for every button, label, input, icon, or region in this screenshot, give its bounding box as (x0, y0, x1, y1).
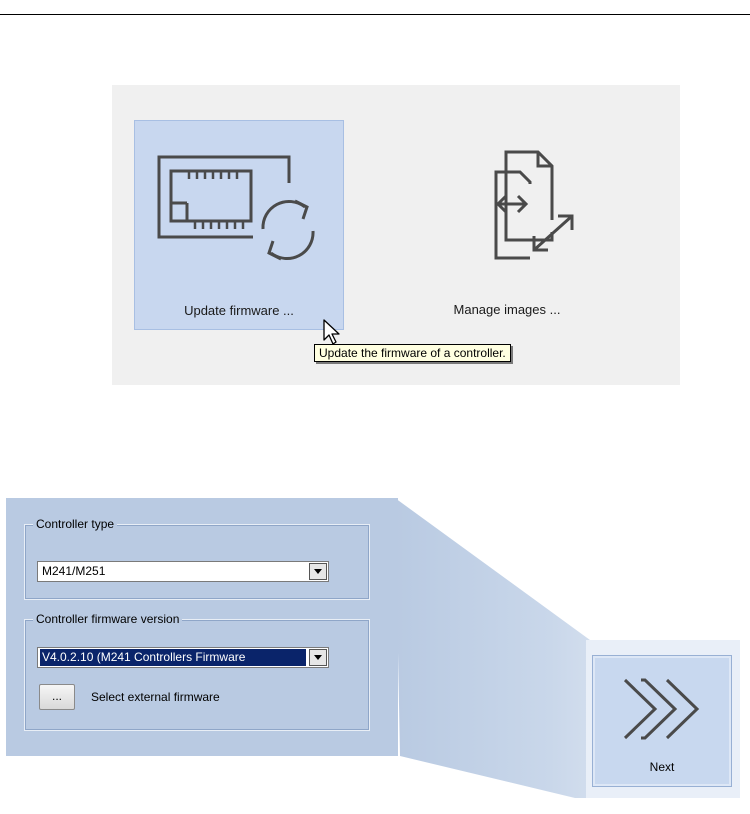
top-rule (0, 14, 750, 15)
firmware-version-select[interactable]: V4.0.2.10 (M241 Controllers Firmware (37, 647, 329, 668)
manage-images-tile[interactable]: Manage images ... (402, 120, 612, 330)
chevron-down-icon (314, 569, 322, 574)
browse-firmware-button[interactable]: ... (39, 684, 75, 710)
controller-type-select[interactable]: M241/M251 (37, 561, 329, 582)
controller-type-legend: Controller type (33, 517, 118, 531)
dropdown-arrow-button[interactable] (309, 649, 327, 666)
tool-launcher-panel: Update firmware ... Manage images ... (112, 85, 680, 385)
firmware-version-legend: Controller firmware version (33, 612, 183, 626)
next-label: Next (649, 760, 675, 774)
manage-images-icon (494, 150, 574, 260)
firmware-version-value: V4.0.2.10 (M241 Controllers Firmware (40, 649, 306, 666)
next-chevron-icon (623, 678, 700, 740)
next-button[interactable]: Next (592, 655, 732, 787)
select-external-firmware-label: Select external firmware (91, 690, 220, 704)
update-firmware-tile[interactable]: Update firmware ... (134, 120, 344, 330)
controller-type-group: Controller type (24, 517, 370, 600)
manage-images-label: Manage images ... (453, 302, 561, 317)
firmware-update-icon (157, 155, 315, 261)
tooltip: Update the firmware of a controller. (314, 344, 511, 362)
chevron-down-icon (314, 655, 322, 660)
mouse-pointer-icon (323, 319, 340, 345)
firmware-version-group: Controller firmware version (24, 612, 370, 731)
controller-type-value: M241/M251 (42, 564, 106, 578)
dropdown-arrow-button[interactable] (309, 563, 327, 580)
update-firmware-label: Update firmware ... (184, 303, 294, 318)
